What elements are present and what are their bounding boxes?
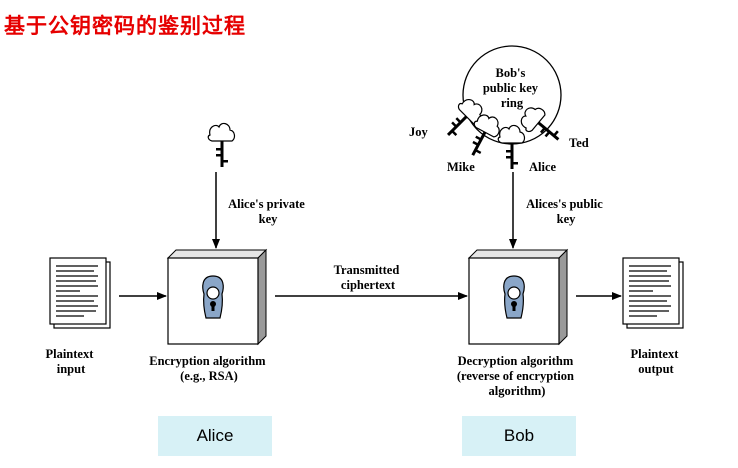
alice-public-key-icon	[497, 124, 526, 170]
plaintext-output-label: Plaintext output	[630, 347, 681, 376]
mike-label: Mike	[447, 160, 475, 174]
alice-private-key-label: Alice's private key	[228, 197, 308, 226]
bob-name-box: Bob	[462, 416, 576, 456]
decryption-label: Decryption algorithm (reverse of encrypt…	[457, 354, 577, 398]
plaintext-input-label: Plaintext input	[45, 347, 96, 376]
encryption-label: Encryption algorithm (e.g., RSA)	[149, 354, 268, 383]
alice-private-key-icon	[207, 122, 236, 168]
transmitted-label: Transmitted ciphertext	[334, 263, 403, 292]
alice-ring-label: Alice	[529, 160, 557, 174]
alice-public-key-label: Alices's public key	[526, 197, 606, 226]
decryption-box-icon	[468, 249, 568, 345]
alice-name-box: Alice	[158, 416, 272, 456]
plaintext-input-doc-icon	[49, 257, 111, 329]
plaintext-output-doc-icon	[622, 257, 684, 329]
joy-label: Joy	[409, 125, 429, 139]
bob-key-ring-label: Bob's public key ring	[483, 66, 541, 110]
ted-label: Ted	[569, 136, 589, 150]
encryption-box-icon	[167, 249, 267, 345]
page-title: 基于公钥密码的鉴别过程	[4, 14, 246, 38]
